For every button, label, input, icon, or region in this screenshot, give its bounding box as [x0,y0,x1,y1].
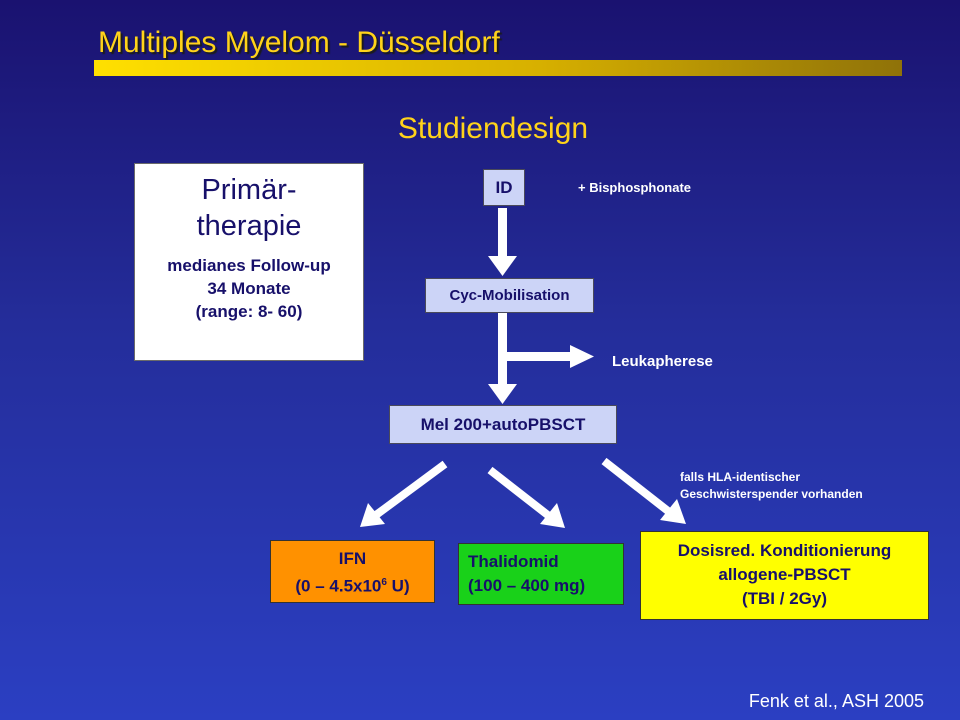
arrow-to-thalidomid [487,466,565,528]
thalidomid-dose: (100 – 400 mg) [468,576,586,595]
ifn-box: IFN (0 – 4.5x106 U) [270,540,435,603]
mel-autopbsct-box: Mel 200+autoPBSCT [389,405,617,444]
hla-note-line2: Geschwisterspender vorhanden [680,487,863,501]
dosisred-box: Dosisred. Konditionierung allogene-PBSCT… [640,531,929,620]
ifn-title: IFN [338,549,367,568]
primary-therapy-title-line2: therapie [196,210,302,242]
slide-title: Multiples Myelom - Düsseldorf [98,26,500,59]
primary-therapy-box: Primär- therapie medianes Follow-up 34 M… [134,163,364,361]
id-box: ID [483,169,525,206]
hla-note: falls HLA-identischer Geschwisterspender… [680,469,863,503]
follow-up-range: (range: 8- 60) [195,302,303,321]
cyc-mobilisation-box: Cyc-Mobilisation [425,278,594,313]
thalidomid-box: Thalidomid (100 – 400 mg) [458,543,624,605]
arrow-to-leukapherese [498,345,594,368]
ifn-dose: (0 – 4.5x106 U) [295,576,410,596]
arrow-id-to-cyc [488,208,517,276]
follow-up-months: 34 Monate [207,279,291,298]
citation: Fenk et al., ASH 2005 [748,691,924,711]
arrow-to-dosisred [601,457,686,524]
leukapherese-label: Leukapherese [612,353,713,370]
follow-up-label: medianes Follow-up [167,256,331,275]
arrow-cyc-to-mel [488,313,517,404]
primary-therapy-title-line1: Primär- [201,174,297,206]
title-underline-bar [94,60,902,76]
bisphosphonate-label: + Bisphosphonate [578,180,692,195]
slide-subtitle: Studiendesign [397,112,589,145]
arrow-to-ifn [360,460,448,527]
dosisred-tbi: (TBI / 2Gy) [741,589,827,608]
dosisred-transplant: allogene-PBSCT [718,565,851,584]
dosisred-title: Dosisred. Konditionierung [677,541,892,560]
hla-note-line1: falls HLA-identischer [680,470,801,484]
thalidomid-title: Thalidomid [468,552,559,571]
